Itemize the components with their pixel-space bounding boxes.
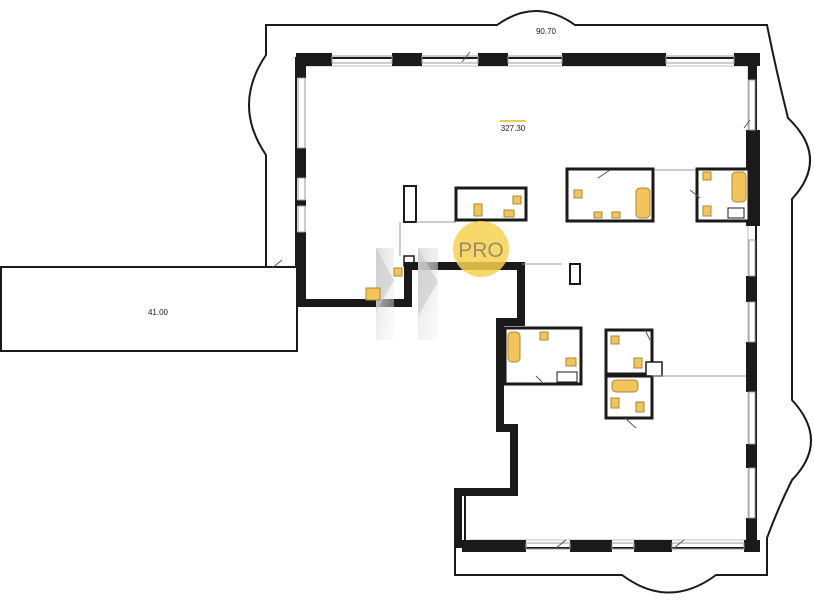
top-wall [296,53,760,66]
balcony-area-label: 41.00 [148,308,169,317]
pro-badge-label: PRO [458,239,504,262]
left-wall [296,58,306,302]
top-windows [331,55,735,64]
terrace-area-label: 90.70 [536,27,557,36]
bottom-windows [525,542,745,550]
bathroom-4 [503,326,583,386]
right-windows [748,79,756,519]
pro-badge [453,221,509,277]
stepped-interior-wall [298,262,525,548]
fixture-kitchen [365,287,381,301]
bathroom-1 [454,186,528,222]
bathroom-5 [604,328,663,420]
main-area-label: 327.30 [501,124,526,133]
terrace-outline [248,10,812,594]
bathroom-2 [565,167,655,223]
area-marker [500,120,526,122]
column-1 [403,185,417,223]
balcony-outline [0,266,298,352]
bottom-wall [462,540,760,552]
left-windows [297,77,306,233]
thin-partitions [399,169,746,377]
column-2 [569,263,581,285]
fixture-kitchen-2 [393,267,403,277]
bathroom-3 [695,167,751,223]
door-swings [271,51,751,549]
